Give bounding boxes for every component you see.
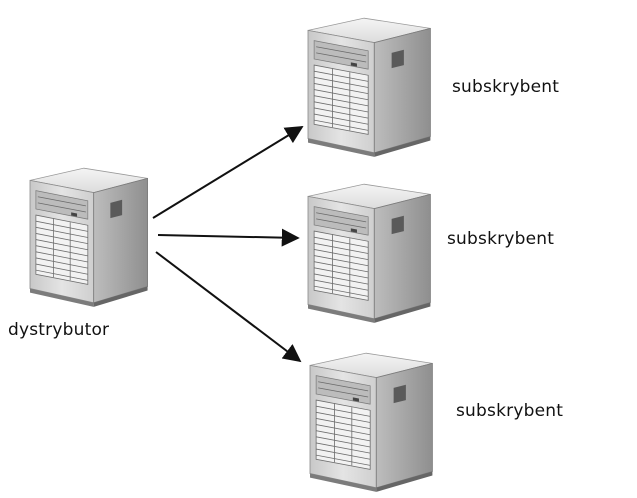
distributor-server-icon (29, 167, 149, 308)
subscriber-server-icon-3 (309, 352, 433, 493)
subscriber-server-icon-2 (307, 183, 431, 324)
arrow-to-subscriber-1 (152, 126, 304, 219)
arrow-to-subscriber-3 (155, 251, 302, 363)
subscriber-server-icon-1 (307, 17, 431, 158)
subscriber-label-2: subskrybent (447, 229, 555, 249)
arrow-to-subscriber-2 (157, 228, 300, 247)
subscriber-label-3: subskrybent (456, 401, 564, 421)
distributor-label: dystrybutor (8, 320, 110, 340)
subscriber-label-1: subskrybent (452, 77, 560, 97)
